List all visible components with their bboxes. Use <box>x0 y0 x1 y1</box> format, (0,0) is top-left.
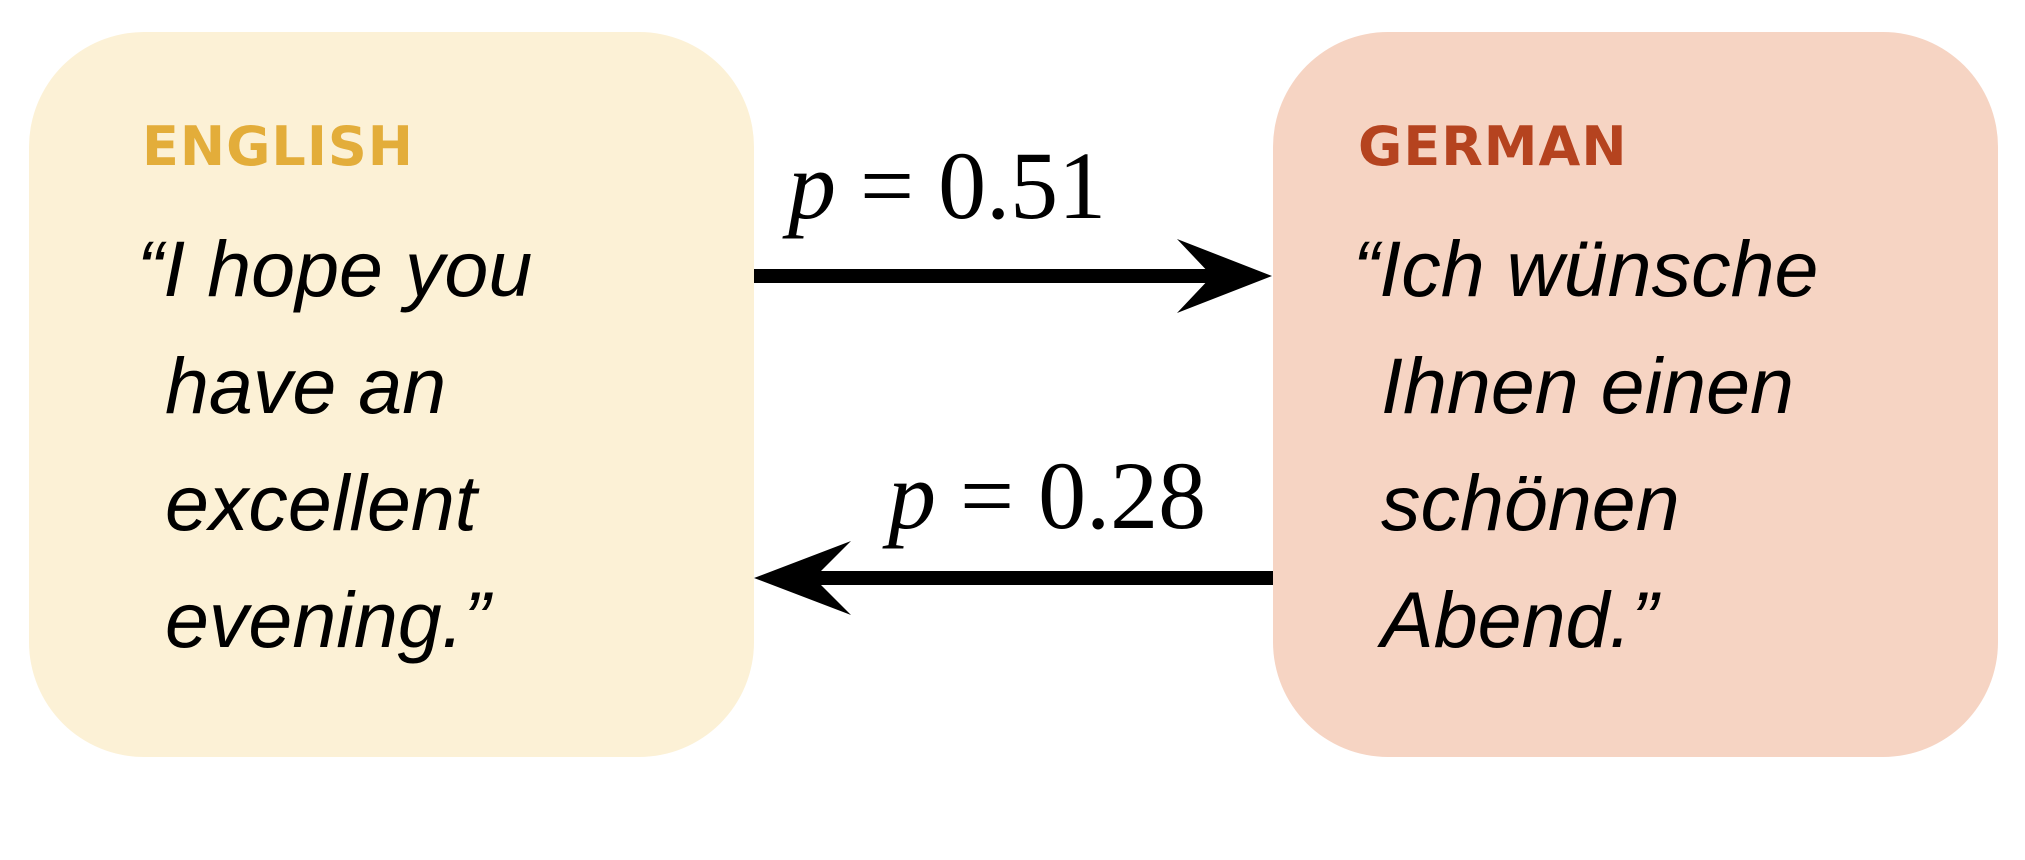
backward-arrow <box>754 541 1273 615</box>
forward-probability: p = 0.51 <box>788 138 1106 234</box>
german-line-4: Abend.” <box>1381 575 1658 664</box>
forward-probability-value: = 0.51 <box>836 132 1107 239</box>
german-line-3: schönen <box>1381 458 1680 547</box>
german-label: GERMAN <box>1358 115 1628 178</box>
english-line-4: evening.” <box>165 575 490 664</box>
german-sentence: “Ich wünsche Ihnen einen schönen Abend.” <box>1353 210 1818 678</box>
backward-probability-variable: p <box>888 442 936 549</box>
german-box: GERMAN “Ich wünsche Ihnen einen schönen … <box>1273 32 1998 757</box>
english-line-1: “I hope you <box>137 224 533 313</box>
english-sentence: “I hope you have an excellent evening.” <box>137 210 532 678</box>
english-label: ENGLISH <box>142 115 414 178</box>
german-line-1: “Ich wünsche <box>1353 224 1819 313</box>
german-line-2: Ihnen einen <box>1381 341 1794 430</box>
backward-probability: p = 0.28 <box>888 448 1206 544</box>
forward-arrow <box>754 239 1272 313</box>
english-line-3: excellent <box>165 458 477 547</box>
backward-probability-value: = 0.28 <box>936 442 1207 549</box>
forward-probability-variable: p <box>788 132 836 239</box>
english-line-2: have an <box>165 341 447 430</box>
english-box: ENGLISH “I hope you have an excellent ev… <box>29 32 754 757</box>
